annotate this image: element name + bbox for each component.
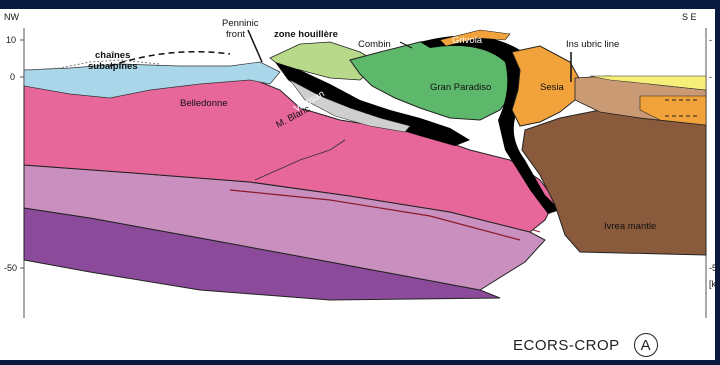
insubric-label: Ins ubric line	[566, 39, 619, 50]
depth-tick-10: 10	[6, 35, 16, 45]
grivola-label: Grivola	[452, 35, 483, 46]
profile-name: ECORS-CROP	[513, 337, 620, 354]
belledonne-label: Belledonne	[180, 98, 228, 109]
chaines-label: chaînes	[95, 50, 130, 61]
penninic-label: Penninic	[222, 18, 259, 29]
depth-tick-minus50: -50	[4, 263, 17, 273]
panel-letter-badge: A	[634, 333, 658, 357]
figure-footer: ECORS-CROP A	[513, 334, 658, 356]
subalpines-label: subalpines	[88, 61, 138, 72]
sesia-label: Sesia	[540, 82, 564, 93]
ivrea-mantle-label: Ivrea mantle	[604, 221, 656, 232]
nw-label: NW	[4, 12, 19, 22]
right-tick-2: -	[709, 72, 712, 82]
front-label: front	[226, 29, 245, 40]
se-label: S E	[682, 12, 697, 22]
gran-paradiso-label: Gran Paradiso	[430, 82, 491, 93]
depth-tick-0: 0	[10, 72, 15, 82]
ivrea-mantle-unit	[522, 110, 706, 255]
right-tick-1: -	[709, 35, 712, 45]
right-tick-3: -5	[709, 263, 717, 273]
combin-label: Combin	[358, 39, 391, 50]
penninic-front-arrow	[248, 30, 262, 62]
depth-unit: [k	[709, 279, 717, 289]
zone-houillere-label: zone houillère	[274, 29, 338, 40]
